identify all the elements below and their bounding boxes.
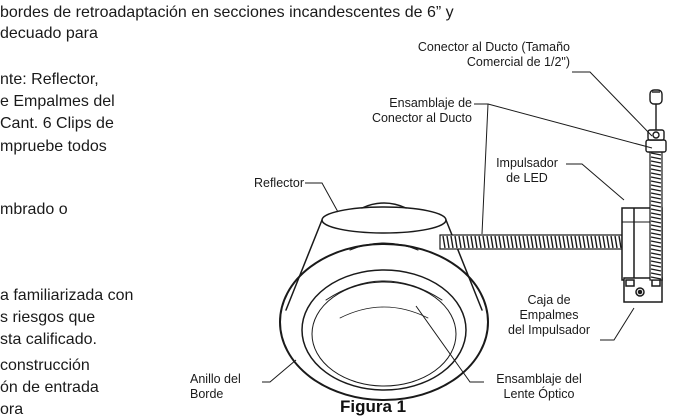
body-line: s riesgos que: [0, 309, 96, 326]
leader-junction-box: [600, 307, 635, 341]
leader-trim-ring: [262, 359, 297, 383]
body-line: Cant. 6 Clips de: [0, 115, 114, 132]
body-line: decuado para: [0, 25, 98, 42]
leader-conduit-assembly-b: [487, 103, 653, 149]
optic-lens-inner: [311, 281, 457, 387]
label-conduit-connector: Conector al Ducto (Tamaño Comercial de 1…: [417, 40, 570, 69]
body-line: mbrado o: [0, 201, 68, 218]
body-line: bordes de retroadaptación en secciones i…: [0, 4, 454, 21]
body-line: ón de entrada: [0, 379, 99, 396]
label-conduit-assembly: Ensamblaje de Conector al Ducto: [371, 96, 472, 125]
reflector-shape: [285, 202, 483, 311]
body-line: construcción: [0, 357, 90, 374]
body-line: mpruebe todos: [0, 138, 107, 155]
label-reflector: Reflector: [253, 176, 304, 190]
trim-ring-shape: [279, 243, 489, 401]
leader-optic-lens: [415, 305, 484, 383]
body-line: nte: Reflector,: [0, 71, 99, 88]
label-led-driver: Impulsador de LED: [496, 156, 558, 185]
figure-title: Figura 1: [340, 397, 407, 416]
flex-conduit-horizontal: [439, 234, 623, 250]
body-line: a familiarizada con: [0, 287, 134, 304]
label-junction-box: Caja de Empalmes del Impulsador: [508, 293, 590, 337]
conduit-connector-shape: [645, 89, 667, 153]
label-optic-lens: Ensamblaje del Lente Óptico: [496, 372, 582, 401]
junction-box-shape: [623, 277, 663, 303]
optic-lens-outer: [301, 269, 467, 391]
body-line: sta calificado.: [0, 331, 97, 348]
leader-connector: [572, 71, 653, 137]
leader-driver: [566, 163, 625, 201]
body-line: e Empalmes del: [0, 93, 115, 110]
flex-conduit-vertical: [649, 149, 663, 281]
leader-reflector: [305, 182, 339, 213]
label-trim-ring: Anillo del Borde: [190, 372, 241, 401]
leader-conduit-assembly-a: [474, 103, 489, 235]
